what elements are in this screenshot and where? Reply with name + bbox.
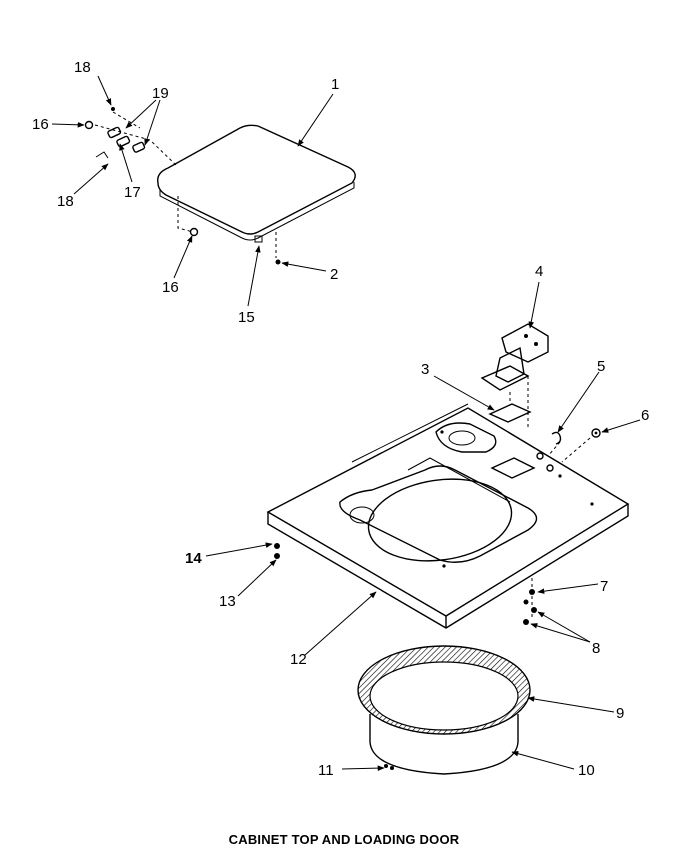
callout-8: 8 xyxy=(592,640,600,657)
callout-9: 9 xyxy=(616,705,624,722)
fasteners xyxy=(274,543,537,625)
cabinet-top xyxy=(266,403,630,629)
callout-5: 5 xyxy=(597,358,605,375)
callout-16-lower: 16 xyxy=(162,279,179,296)
callout-17: 17 xyxy=(124,184,141,201)
callout-6: 6 xyxy=(641,407,649,424)
callout-11: 11 xyxy=(318,762,334,779)
callout-15: 15 xyxy=(238,309,255,326)
callout-16-upper: 16 xyxy=(32,116,49,133)
diagram-caption: CABINET TOP AND LOADING DOOR xyxy=(228,832,460,847)
tub-ring xyxy=(357,645,531,775)
screws-5-6 xyxy=(547,428,601,463)
hinge-hardware xyxy=(84,107,281,265)
callout-18-upper: 18 xyxy=(74,59,91,76)
callout-7: 7 xyxy=(600,578,608,595)
callout-13: 13 xyxy=(219,593,236,610)
callout-2: 2 xyxy=(330,266,338,283)
callout-10: 10 xyxy=(578,762,595,779)
callout-19: 19 xyxy=(152,85,169,102)
callout-12: 12 xyxy=(290,651,307,668)
callout-1: 1 xyxy=(331,76,339,93)
callout-labels: 1 2 3 4 5 6 7 8 9 10 11 12 13 14 15 16 1… xyxy=(32,59,649,779)
leader-lines xyxy=(51,75,641,771)
callout-18-lower: 18 xyxy=(57,193,74,210)
callout-14: 14 xyxy=(185,550,202,567)
loading-door xyxy=(157,124,356,258)
callout-3: 3 xyxy=(421,361,429,378)
lid-switch xyxy=(480,323,549,430)
callout-4: 4 xyxy=(535,263,543,280)
